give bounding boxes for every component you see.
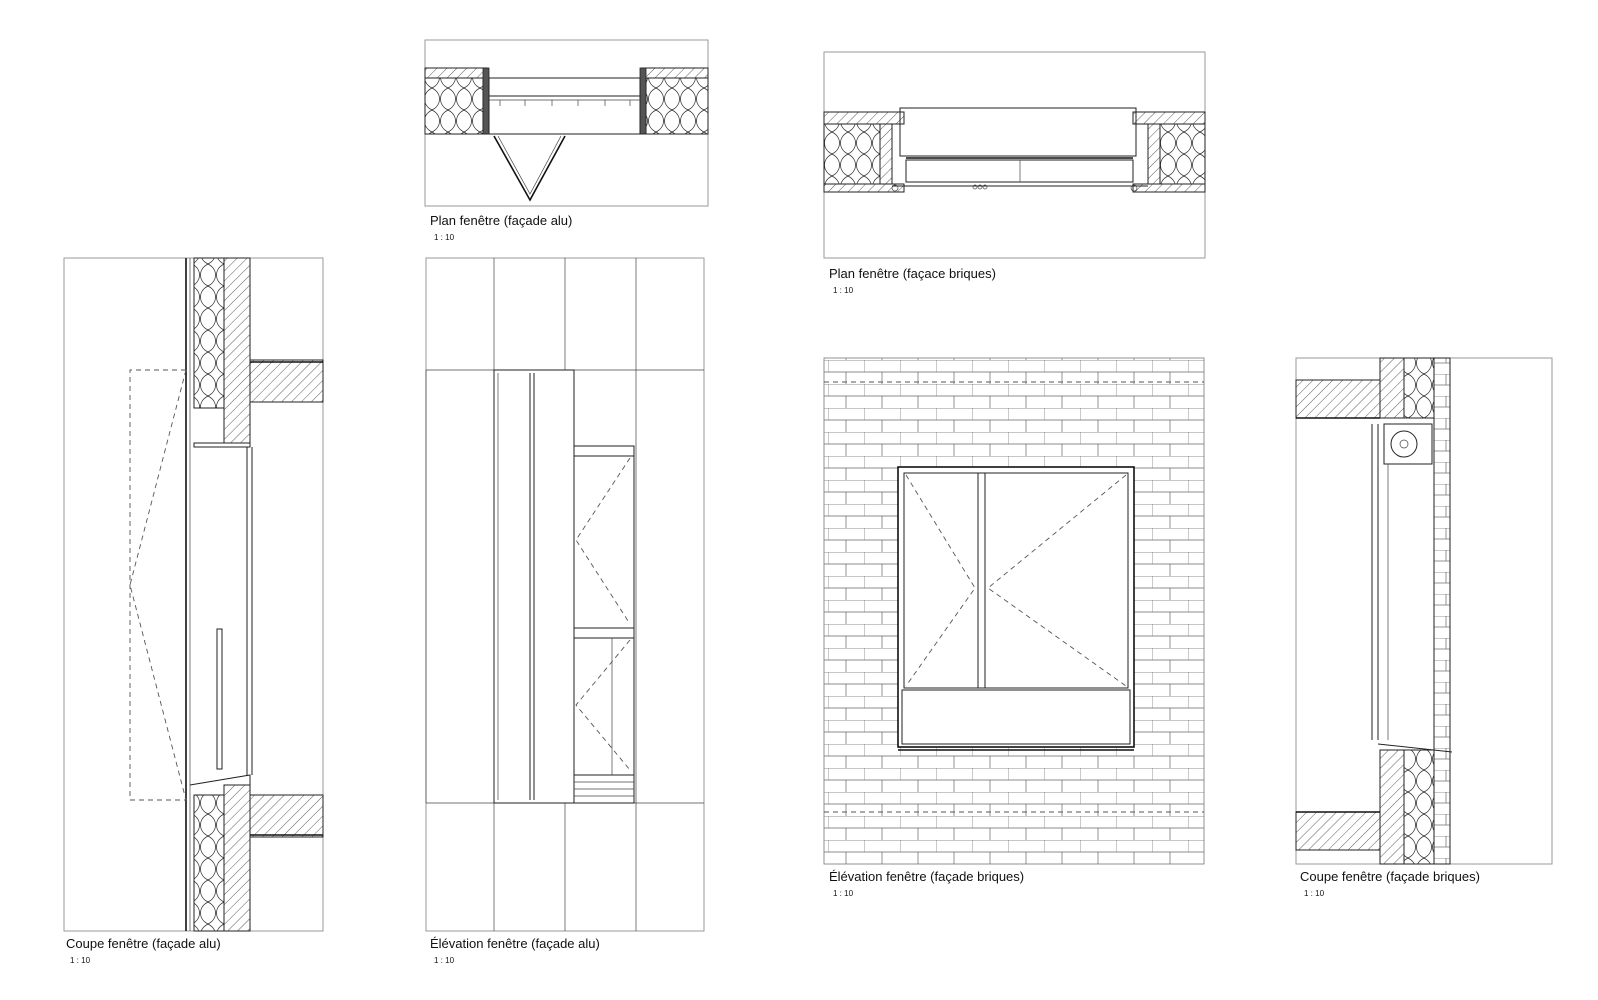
plan-alu-scale: 1 : 10 <box>434 233 455 242</box>
plan-brick-scale: 1 : 10 <box>833 286 854 295</box>
plan-alu-title: Plan fenêtre (façade alu) <box>430 213 572 228</box>
elev-alu-scale: 1 : 10 <box>434 956 455 965</box>
elev-brick-drawing <box>823 357 1205 865</box>
coupe-brick-title: Coupe fenêtre (façade briques) <box>1300 869 1480 884</box>
plan-brick-drawing <box>823 51 1206 259</box>
coupe-alu-scale: 1 : 10 <box>70 956 91 965</box>
elev-alu-title: Élévation fenêtre (façade alu) <box>430 936 600 951</box>
coupe-brick-scale: 1 : 10 <box>1304 889 1325 898</box>
elev-brick-title: Élévation fenêtre (façade briques) <box>829 869 1024 884</box>
coupe-alu-title: Coupe fenêtre (façade alu) <box>66 936 221 951</box>
coupe-brick-drawing <box>1295 357 1553 865</box>
plan-alu-drawing <box>424 39 709 207</box>
plan-brick-title: Plan fenêtre (façace briques) <box>829 266 996 281</box>
elev-alu-drawing <box>425 257 705 932</box>
elev-brick-scale: 1 : 10 <box>833 889 854 898</box>
coupe-alu-drawing <box>63 257 324 932</box>
